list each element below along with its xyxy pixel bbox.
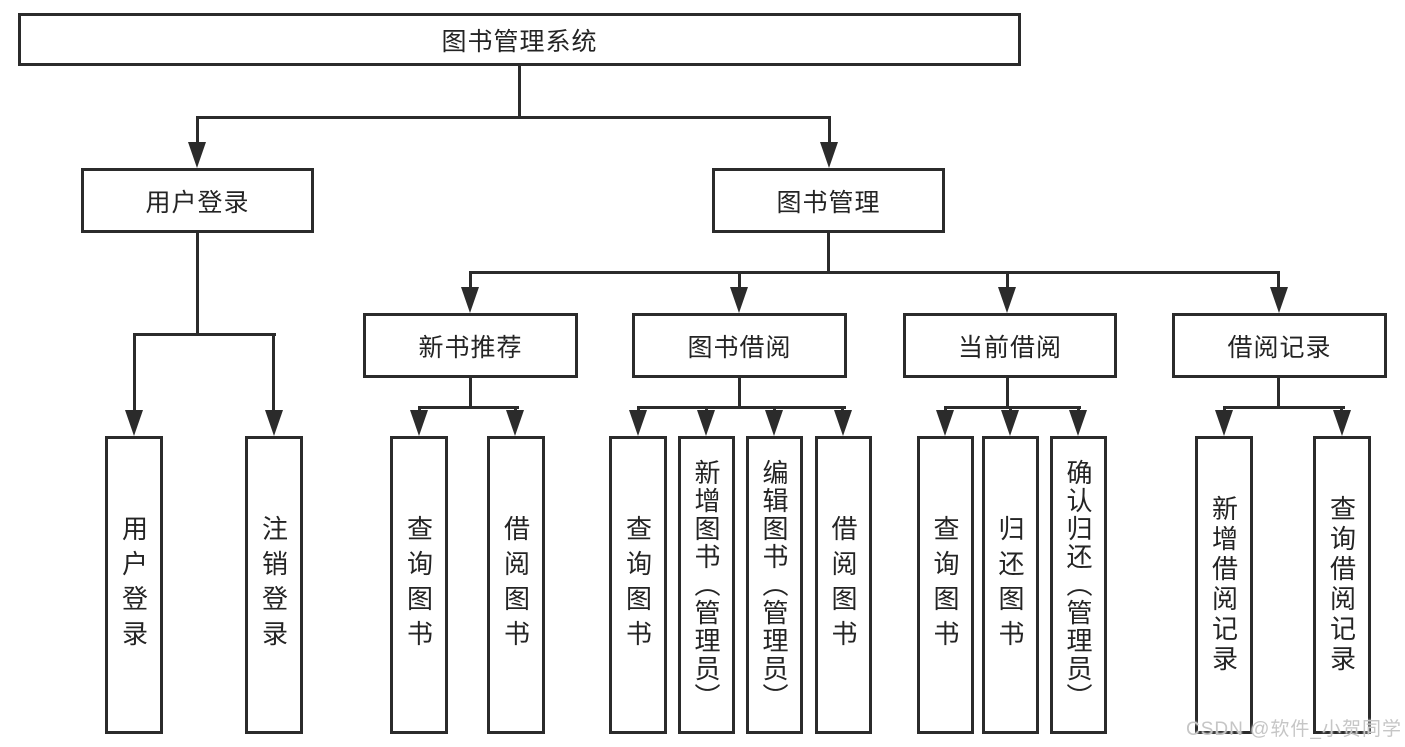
node-current-borrowing: 当前借阅 [903,313,1117,378]
connector-line [418,406,519,409]
leaf-query-borrow-record: 查询借阅记录 [1313,436,1371,734]
node-library-management-system: 图书管理系统 [18,13,1021,66]
connector-arrowhead [1215,410,1233,436]
connector-arrowhead [765,410,783,436]
connector-line [637,406,846,409]
node-book-borrowing: 图书借阅 [632,313,847,378]
connector-line [196,116,831,119]
leaf-borrow-books: 借阅图书 [815,436,872,734]
leaf-return-books: 归还图书 [982,436,1039,734]
connector-line [828,116,831,146]
connector-arrowhead [629,410,647,436]
connector-arrowhead [697,410,715,436]
connector-arrowhead [1069,410,1087,436]
connector-arrowhead [125,410,143,436]
connector-line [738,271,741,291]
leaf-query-books-recommend: 查询图书 [390,436,448,734]
connector-arrowhead [834,410,852,436]
connector-arrowhead [1001,410,1019,436]
node-new-book-recommendation: 新书推荐 [363,313,578,378]
connector-line [1277,376,1280,409]
leaf-confirm-return-admin: 确认归还（管理员） [1050,436,1107,734]
leaf-add-books-admin: 新增图书（管理员） [678,436,735,734]
connector-line [133,333,276,336]
connector-arrowhead [998,287,1016,313]
connector-line [272,333,275,413]
leaf-query-books-current: 查询图书 [917,436,974,734]
node-user-login: 用户登录 [81,168,314,233]
connector-line [469,271,1279,274]
connector-line [196,231,199,335]
connector-line [133,333,136,413]
connector-arrowhead [730,287,748,313]
connector-line [738,376,741,409]
connector-arrowhead [1270,287,1288,313]
connector-line [944,406,1081,409]
connector-arrowhead [461,287,479,313]
connector-line [827,231,830,274]
connector-line [1223,406,1345,409]
leaf-borrow-books-recommend: 借阅图书 [487,436,545,734]
connector-arrowhead [410,410,428,436]
leaf-edit-books-admin: 编辑图书（管理员） [746,436,803,734]
connector-line [196,116,199,146]
connector-arrowhead [265,410,283,436]
leaf-query-books-borrowing: 查询图书 [609,436,667,734]
connector-arrowhead [936,410,954,436]
node-book-management: 图书管理 [712,168,945,233]
leaf-add-borrow-record: 新增借阅记录 [1195,436,1253,734]
connector-arrowhead [820,142,838,168]
csdn-watermark: CSDN @软件_小贺同学 [1186,719,1402,740]
connector-line [469,376,472,409]
connector-line [469,271,472,291]
connector-line [1006,271,1009,291]
leaf-user-login: 用户登录 [105,436,163,734]
connector-line [1277,271,1280,291]
connector-arrowhead [1333,410,1351,436]
connector-line [1006,376,1009,409]
connector-arrowhead [188,142,206,168]
connector-arrowhead [506,410,524,436]
node-borrowing-records: 借阅记录 [1172,313,1387,378]
leaf-logout: 注销登录 [245,436,303,734]
connector-line [518,64,521,119]
